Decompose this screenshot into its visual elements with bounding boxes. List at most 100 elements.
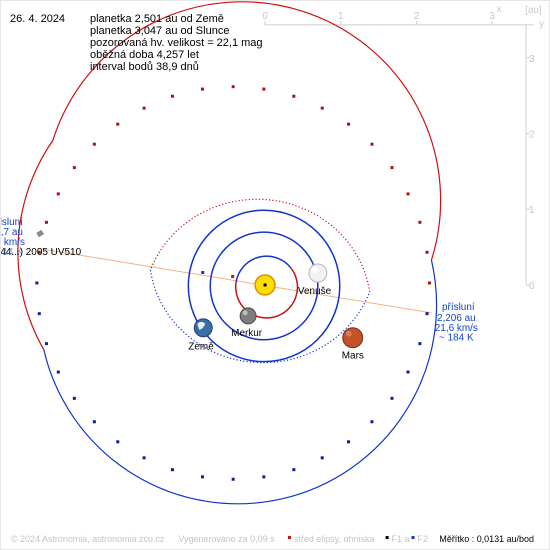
orbit-point <box>418 220 422 224</box>
venus-label: Venuše <box>298 286 332 297</box>
x-tick-1: 1 <box>338 11 344 22</box>
asteroid-icon <box>36 229 44 238</box>
mars-orbit-red <box>149 198 371 293</box>
orbit-point <box>37 312 41 316</box>
x-tick-0: 0 <box>262 11 268 22</box>
footer-generated: Vygenerováno za 0,09 s <box>178 534 275 544</box>
footer-legend-center: střed elipsy, ohniska <box>294 534 374 544</box>
orbit-point <box>44 220 48 224</box>
orbit-point <box>370 420 374 424</box>
orbit-point <box>56 370 60 374</box>
aphelion-temperature: ~ 14 K <box>0 247 23 258</box>
perihelion-title: přísluní <box>442 302 475 313</box>
x-tick-3: 3 <box>489 11 495 22</box>
orbit-point <box>200 87 204 91</box>
info-sun-distance: planetka 3,047 au od Slunce <box>90 25 230 37</box>
venus-orbit <box>209 231 319 341</box>
asteroid-orbit-blue <box>43 259 438 505</box>
asteroid-orbit-red <box>17 1 442 351</box>
orbit-point <box>390 396 394 400</box>
mercury-icon <box>239 307 257 325</box>
orbit-point <box>200 475 204 479</box>
earth-icon <box>193 318 213 338</box>
legend-center-swatch <box>287 536 291 540</box>
mars-icon <box>342 327 364 349</box>
orbit-point <box>170 468 174 472</box>
orbit-point <box>292 94 296 98</box>
info-magnitude: pozorovaná hv. velikost = 22,1 mag <box>90 37 263 49</box>
y-tick-0: 0 <box>529 281 535 292</box>
orbit-point <box>390 166 394 170</box>
info-point-interval: interval bodů 38,9 dnů <box>90 61 199 73</box>
orbit-point <box>37 250 41 254</box>
orbit-point <box>320 456 324 460</box>
perihelion-speed: 21,6 km/s <box>435 323 478 334</box>
apsidal-line <box>36 247 432 314</box>
orbit-point <box>418 342 422 346</box>
perihelion-distance: 2,206 au <box>437 313 476 324</box>
y-tick-1: 1 <box>529 205 535 216</box>
footer-scale: Měřítko : 0,0131 au/bod <box>439 534 534 544</box>
earth-clouds <box>197 321 206 330</box>
orbit-point <box>425 312 429 316</box>
orbit-point <box>347 440 351 444</box>
axis-unit: [au] <box>525 5 542 16</box>
mercury-label: Merkur <box>231 328 263 339</box>
mercury-highlight <box>242 310 248 316</box>
orbit-point <box>425 250 429 254</box>
orbit-point <box>72 166 76 170</box>
y-axis-letter: y <box>539 19 544 30</box>
earth-label: Země <box>188 342 214 353</box>
orbit-point <box>35 281 39 285</box>
venus-icon <box>308 263 328 283</box>
orbit-point <box>406 192 410 196</box>
mars-highlight <box>345 330 352 337</box>
orbit-point <box>292 468 296 472</box>
aphelion-speed: 3 km/s <box>0 237 25 248</box>
y-tick-2: 2 <box>529 130 535 141</box>
perihelion-temperature: ~ 184 K <box>439 333 474 344</box>
asteroid-label: (44...) 2005 UV510 <box>0 247 82 258</box>
mercury-orbit-blue <box>235 255 292 283</box>
orbit-point <box>142 106 146 110</box>
x-axis-letter: x <box>497 4 502 15</box>
orbit-point <box>116 122 120 126</box>
orbit-point <box>56 192 60 196</box>
mars-label: Mars <box>342 351 364 362</box>
y-tick-3: 3 <box>529 54 535 65</box>
info-earth-distance: planetka 2,501 au od Země <box>90 13 224 25</box>
orbit-point <box>72 396 76 400</box>
aphelion-title: odsluní <box>0 217 23 228</box>
orbit-point <box>92 420 96 424</box>
mercury-orbit-red <box>234 267 299 319</box>
orbit-point <box>347 122 351 126</box>
asteroid-orbit-points <box>35 85 431 481</box>
mars-orbit-blue <box>149 269 371 364</box>
earth-orbit <box>187 209 341 363</box>
orbit-point <box>231 477 235 481</box>
legend-f1-swatch <box>385 536 389 540</box>
orbit-point <box>92 142 96 146</box>
sun-focus-marker <box>263 283 267 287</box>
orbit-point <box>231 85 235 89</box>
x-tick-2: 2 <box>414 11 420 22</box>
date-label: 26. 4. 2024 <box>10 13 66 25</box>
orbit-point <box>262 475 266 479</box>
footer-legend-f1: F1 a <box>392 534 410 544</box>
orbit-point <box>170 94 174 98</box>
orbit-point <box>44 342 48 346</box>
orbit-point <box>370 142 374 146</box>
legend-f2-swatch <box>411 536 415 540</box>
axes <box>264 20 535 286</box>
footer-copyright: © 2024 Astronomia, astronomia.zcu.cz <box>11 534 165 544</box>
orbit-point <box>116 440 120 444</box>
orbit-point <box>320 106 324 110</box>
ellipse-center-marker <box>231 275 235 278</box>
aphelion-distance: 3,7 au <box>0 227 23 238</box>
orbit-point <box>406 370 410 374</box>
info-orbital-period: oběžná doba 4,257 let <box>90 49 199 61</box>
orbit-point <box>142 456 146 460</box>
focus-f2-marker <box>201 271 205 275</box>
venus-highlight <box>311 267 318 274</box>
